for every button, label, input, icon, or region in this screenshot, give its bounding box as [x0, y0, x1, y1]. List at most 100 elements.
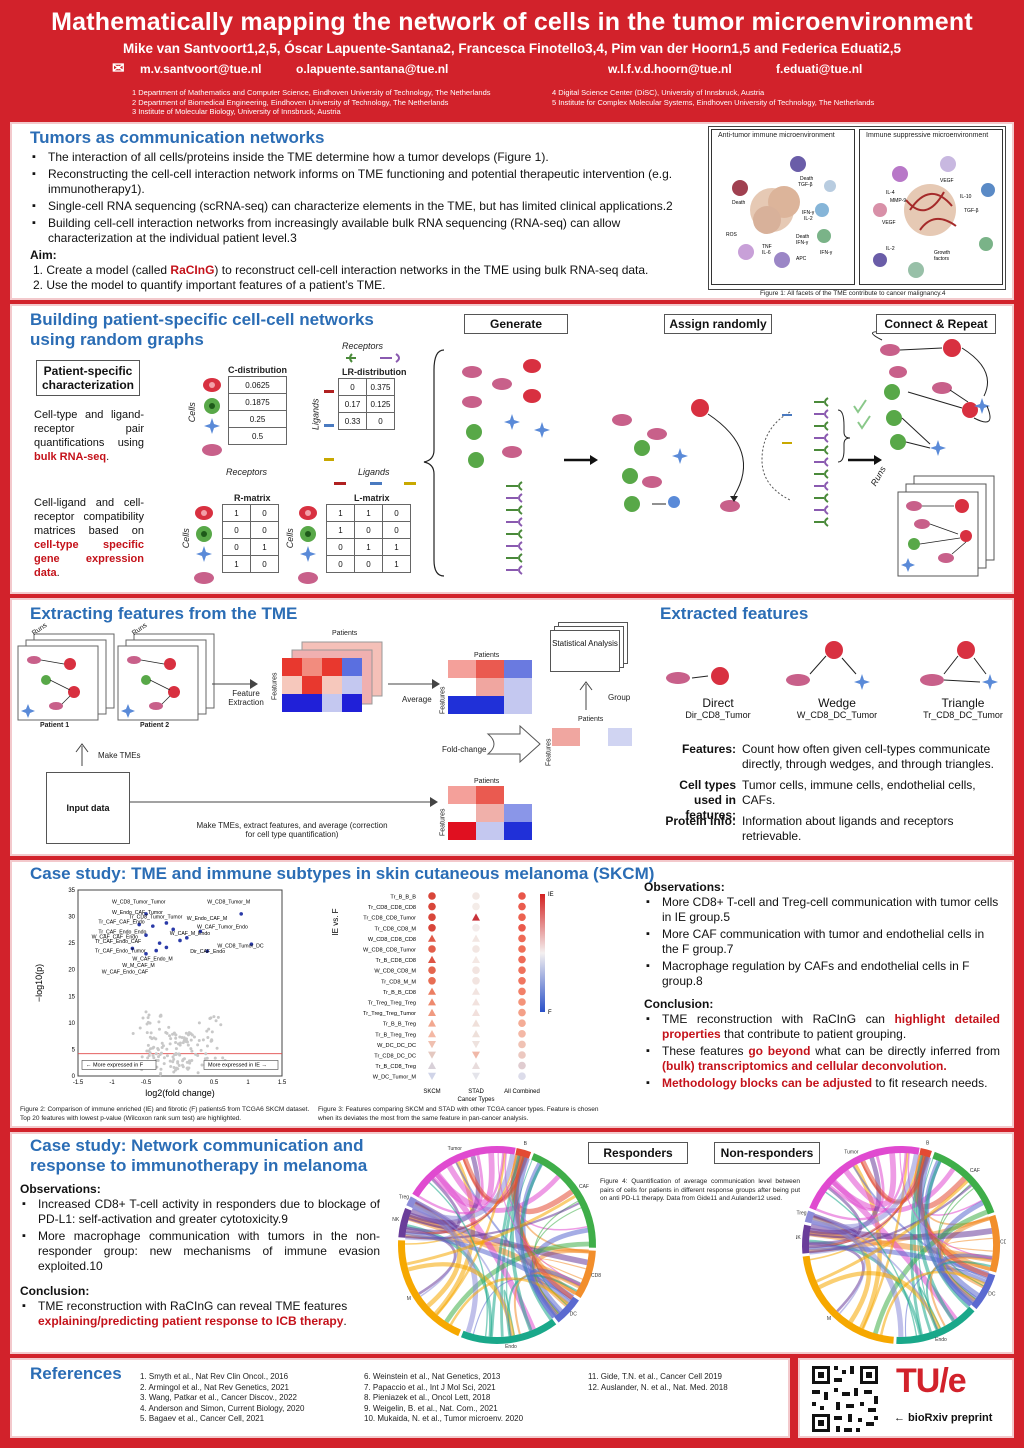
feature-extraction-label: Feature Extraction	[228, 689, 264, 707]
data-point	[185, 1060, 189, 1064]
heat-dot	[518, 902, 526, 911]
fig1-suppressive-panel: Immune suppressive microenvironment IL-4…	[859, 129, 1003, 285]
data-point	[203, 1057, 207, 1061]
heat-dot	[518, 1061, 526, 1070]
data-point	[210, 1039, 214, 1043]
legend-f: F	[548, 1010, 552, 1016]
data-point	[214, 1019, 218, 1023]
x-tick-label: 1.5	[278, 1080, 287, 1086]
heat-dot	[472, 892, 480, 900]
svg-text:IL-6: IL-6	[762, 250, 771, 256]
svg-text:IL-2: IL-2	[886, 246, 895, 252]
y-tick-label: 30	[68, 915, 75, 921]
conclusion-2: These features go beyond what can be dir…	[644, 1044, 1000, 1074]
email-4[interactable]: f.eduati@tue.nl	[776, 62, 863, 76]
chord-label: Treg	[796, 1211, 806, 1217]
email-1[interactable]: m.v.santvoort@tue.nl	[140, 62, 262, 76]
highlight: go beyond	[748, 1044, 811, 1058]
heat-triangle	[428, 1008, 436, 1016]
heat-dot	[428, 977, 436, 985]
qr-code-icon[interactable]	[808, 1362, 882, 1436]
data-point	[197, 1039, 201, 1043]
motif-wedge-example: W_CD8_DC_Tumor	[796, 710, 878, 720]
data-point	[151, 1053, 155, 1057]
data-point	[201, 1038, 205, 1042]
group-arrow	[579, 681, 593, 710]
heat-dot	[472, 924, 480, 932]
data-point	[160, 1041, 164, 1045]
data-point	[205, 1044, 209, 1048]
c-distribution-title: C-distribution	[228, 365, 287, 375]
data-point	[159, 1067, 163, 1071]
chord-arc	[412, 1146, 516, 1198]
data-point	[131, 1032, 135, 1036]
logo-panel: TU/e ← bioRxiv preprint	[798, 1358, 1014, 1438]
arrow-box-ie	[203, 1060, 279, 1070]
cell: 1	[354, 538, 383, 556]
observation: More CD8+ T-cell and Treg-cell communica…	[644, 895, 1000, 925]
data-point	[206, 1036, 210, 1040]
volcano-label: W_Endo_CAF_Tumor	[112, 910, 163, 916]
racing-name: RaCInG	[170, 263, 215, 277]
data-point	[178, 1035, 182, 1039]
chord-arc	[896, 1306, 975, 1344]
cell-type-icons-r	[194, 506, 214, 584]
heat-triangle	[472, 955, 480, 963]
highlight: Methodology blocks can be adjusted	[662, 1076, 873, 1090]
volcano-label: W_CD8_Tumor_M	[207, 899, 250, 905]
chord-label: DC	[988, 1292, 996, 1298]
reference: 12. Auslander, N. et al., Nat. Med. 2018	[588, 1382, 728, 1392]
affiliation-5: 5 Institute for Complex Molecular System…	[552, 97, 875, 107]
data-point	[169, 1064, 173, 1068]
data-point	[138, 1026, 142, 1030]
data-point	[182, 1036, 186, 1040]
data-point	[186, 1033, 190, 1037]
significant-point	[144, 912, 148, 916]
statistical-analysis-box: Statistical Analysis	[550, 630, 620, 672]
chord-label: NK	[796, 1235, 801, 1241]
chord-arc	[919, 1147, 932, 1158]
observation: Macrophage regulation by CAFs and endoth…	[644, 959, 1000, 989]
data-point	[174, 1040, 178, 1044]
data-point	[146, 1056, 150, 1060]
observation: More CAF communication with tumor and en…	[644, 927, 1000, 957]
data-point	[176, 1067, 180, 1071]
email-2[interactable]: o.lapuente.santana@tue.nl	[296, 62, 449, 76]
heat-row-label: W_CD8_CD8_Tumor	[363, 948, 416, 954]
data-point	[189, 1038, 193, 1042]
significant-point	[164, 921, 169, 925]
lr-distribution-title: LR-distribution	[342, 367, 407, 377]
y-tick-label: 35	[68, 888, 75, 894]
data-point	[178, 1043, 182, 1047]
email-3[interactable]: w.l.f.v.d.hoorn@tue.nl	[608, 62, 732, 76]
highlight: (bulk) transcriptomics and cellular deco…	[662, 1059, 947, 1073]
chord-arc	[802, 1255, 894, 1344]
heat-triangle-down	[428, 1041, 436, 1049]
data-point	[204, 1052, 208, 1056]
heat-dot	[518, 977, 526, 985]
biorxiv-link[interactable]: ← bioRxiv preprint	[894, 1412, 993, 1424]
chord-label: Tumor	[844, 1150, 859, 1156]
significant-point	[239, 912, 243, 916]
section-body: The interaction of all cells/proteins in…	[30, 150, 702, 293]
svg-text:VEGF: VEGF	[882, 220, 896, 226]
text: Cell-type and ligand-receptor pair quant…	[34, 409, 144, 449]
data-point	[221, 1056, 225, 1060]
chord-ribbon	[861, 1153, 909, 1330]
data-point	[177, 1052, 181, 1056]
aim-1: 1. Create a model (called RaCInG) to rec…	[30, 263, 702, 278]
heat-dot	[518, 966, 526, 974]
features-axis-bottom: Features	[439, 808, 447, 837]
patients-label-bottom: Patients	[474, 778, 500, 785]
data-point	[196, 1043, 200, 1047]
heat-dot	[428, 913, 436, 921]
heat-triangle	[428, 987, 436, 995]
skcm-observations: Observations: More CD8+ T-cell and Treg-…	[644, 880, 1000, 1093]
y-axis-label: −log10(p)	[34, 964, 44, 1002]
cells-axis-label-r: Cells	[180, 528, 191, 549]
volcano-label: Tr_CAF_CAF_Endo	[98, 919, 144, 925]
svg-text:TGF-β: TGF-β	[798, 182, 813, 188]
statistical-analysis-label: Statistical Analysis	[552, 639, 618, 648]
